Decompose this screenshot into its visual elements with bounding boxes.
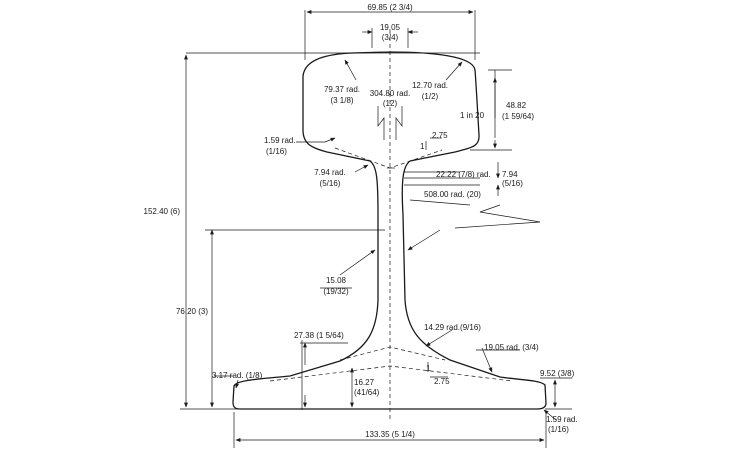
top-dimensions bbox=[186, 10, 480, 60]
label-head-rad-left: 79.37 rad. bbox=[324, 85, 360, 94]
label-neutral-height: 76.20 (3) bbox=[176, 307, 208, 316]
label-web-upper-rad: 7.94 rad. bbox=[314, 168, 346, 177]
head-leaders bbox=[296, 59, 541, 229]
dimension-labels: 69.85 (2 3/4) 19.05 (3/4) 79.37 rad. (3 … bbox=[144, 3, 578, 439]
label-head-rad-right: 12.70 rad. bbox=[412, 81, 448, 90]
label-foot-slope-rise: 1 bbox=[426, 364, 431, 373]
label-crown-rad: 304.80 rad. bbox=[370, 89, 410, 98]
web-leaders bbox=[320, 229, 441, 289]
label-foot-thickness: 16.27 bbox=[354, 378, 375, 387]
label-head-center: 19.05 bbox=[380, 23, 401, 32]
label-head-side: 7.94 bbox=[502, 170, 518, 179]
height-dimensions bbox=[180, 54, 385, 410]
label-slope-top: 1 in 20 bbox=[460, 111, 485, 120]
label-small-rad: 1.59 rad. bbox=[264, 136, 296, 145]
label-fish-depth-frac: (1 59/64) bbox=[502, 112, 534, 121]
label-slope-run-top: 2.75 bbox=[432, 131, 448, 140]
base-width-dimension bbox=[233, 412, 547, 448]
label-crown-rad-frac: (12) bbox=[383, 99, 398, 108]
label-head-side-frac: (5/16) bbox=[502, 179, 523, 188]
label-overall-height: 152.40 (6) bbox=[144, 207, 181, 216]
label-head-rad-right-frac: (1/2) bbox=[422, 92, 439, 101]
label-foot-slope-run: 2.75 bbox=[434, 377, 450, 386]
label-head-fillet: 22.22 (7/8) rad. bbox=[436, 170, 491, 179]
rail-profile bbox=[232, 30, 547, 420]
label-foot-corner-rad: 1.59 rad. bbox=[546, 415, 578, 424]
label-web-rad: 508.00 rad. (20) bbox=[424, 190, 481, 199]
label-web-upper-rad-frac: (5/16) bbox=[320, 179, 341, 188]
label-base-width: 133.35 (5 1/4) bbox=[365, 430, 415, 439]
label-small-rad-frac: (1/16) bbox=[266, 147, 287, 156]
label-foot-thickness-frac: (41/64) bbox=[354, 388, 380, 397]
label-slope-rise-top: 1 bbox=[420, 142, 425, 151]
label-head-center-frac: (3/4) bbox=[382, 33, 399, 42]
label-top-width: 69.85 (2 3/4) bbox=[367, 3, 413, 12]
label-web-thickness: 15.08 bbox=[326, 276, 347, 285]
label-web-thickness-frac: (19/32) bbox=[323, 287, 349, 296]
label-web-lower-rad: 14.29 rad.(9/16) bbox=[424, 323, 481, 332]
label-head-rad-left-frac: (3 1/8) bbox=[330, 96, 353, 105]
foot-leaders bbox=[214, 329, 572, 421]
label-foot-rad: 19.05 rad. (3/4) bbox=[484, 343, 539, 352]
label-foot-corner-rad-frac: (1/16) bbox=[548, 425, 569, 434]
label-foot-fillet: 27.38 (1 5/64) bbox=[294, 331, 344, 340]
label-fish-depth: 48.82 bbox=[506, 101, 527, 110]
label-foot-edge-rad: 3.17 rad. (1/8) bbox=[212, 371, 263, 380]
label-foot-edge: 9.52 (3/8) bbox=[540, 369, 575, 378]
